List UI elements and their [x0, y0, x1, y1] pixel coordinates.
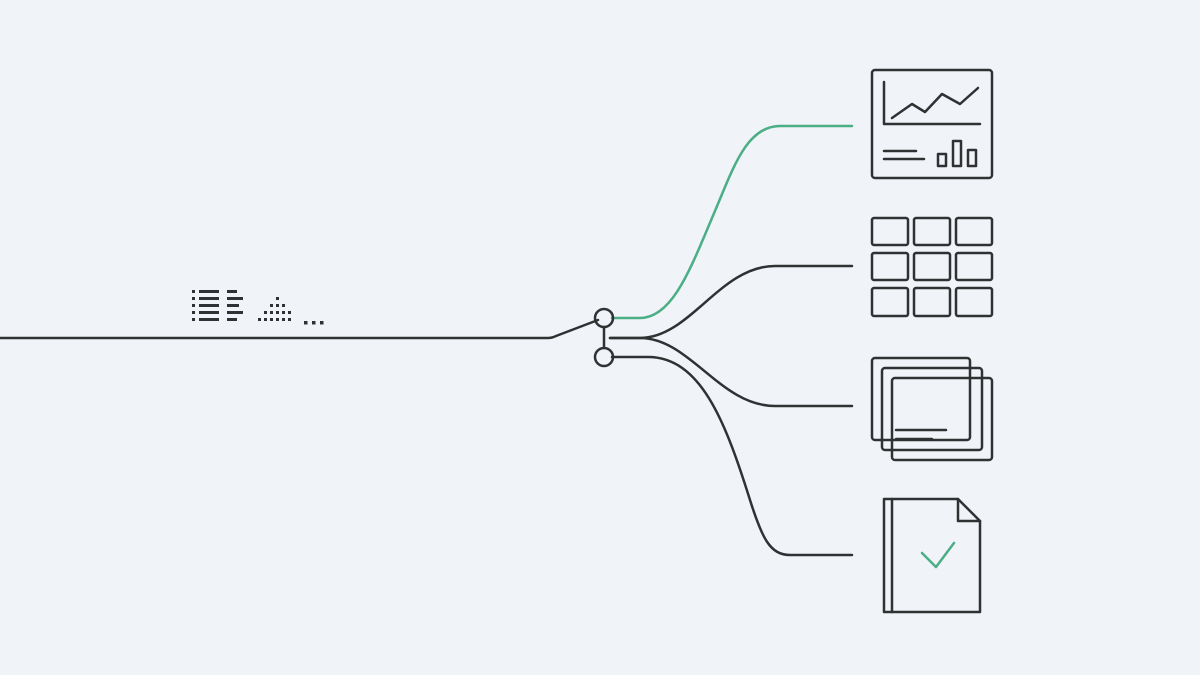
input-line [0, 318, 600, 340]
data-stream-bars-icon [192, 290, 243, 321]
checked-document-icon [882, 497, 982, 614]
grid-table-icon [870, 216, 994, 318]
branch-line-document [610, 355, 854, 557]
ellipsis-icon [304, 321, 324, 325]
branch-line-cards [608, 336, 854, 408]
branch-line-dashboard [610, 124, 854, 320]
data-stream-dots-icon [258, 297, 291, 321]
branch-node-icon [593, 307, 615, 368]
dashboard-chart-icon [870, 68, 994, 180]
branch-line-grid [608, 264, 854, 340]
stacked-cards-icon [870, 356, 994, 462]
